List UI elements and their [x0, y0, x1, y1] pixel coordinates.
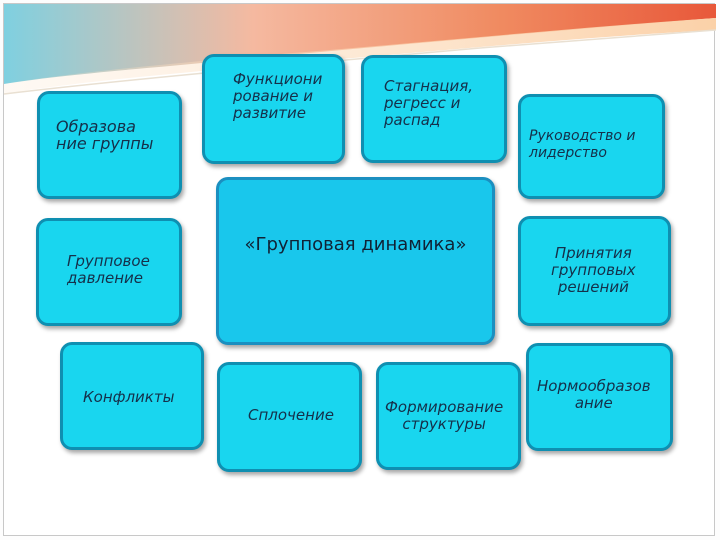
- node-group-formation: Образова ние группы: [37, 91, 182, 199]
- node-conflicts: Конфликты: [60, 342, 204, 450]
- node-label: Образова ние группы: [56, 117, 154, 153]
- node-group-pressure: Групповое давление: [36, 218, 182, 326]
- node-functioning-development: Функциони рование и развитие: [202, 54, 345, 164]
- node-label: Принятия групповых решений: [551, 244, 636, 296]
- center-label: «Групповая динамика»: [244, 234, 467, 255]
- decorative-header-swoosh: [3, 4, 717, 95]
- node-group-decisions: Принятия групповых решений: [518, 216, 671, 326]
- node-label: Конфликты: [83, 388, 175, 406]
- node-leadership: Руководство и лидерство: [518, 94, 665, 199]
- node-label: Функциони рование и развитие: [233, 70, 323, 122]
- node-label: Сплочение: [248, 406, 334, 424]
- node-label: Стагнация, регресс и распад: [384, 77, 474, 129]
- node-stagnation-regress-decay: Стагнация, регресс и распад: [361, 55, 507, 163]
- node-label: Нормообразов ание: [537, 377, 651, 412]
- node-label: Руководство и лидерство: [529, 128, 636, 161]
- node-label: Групповое давление: [67, 252, 150, 287]
- node-label: Формирование структуры: [385, 398, 504, 433]
- node-cohesion: Сплочение: [217, 362, 362, 472]
- node-norm-formation: Нормообразов ание: [526, 343, 673, 451]
- node-structure-formation: Формирование структуры: [376, 362, 521, 470]
- center-node-group-dynamics: «Групповая динамика»: [216, 177, 495, 345]
